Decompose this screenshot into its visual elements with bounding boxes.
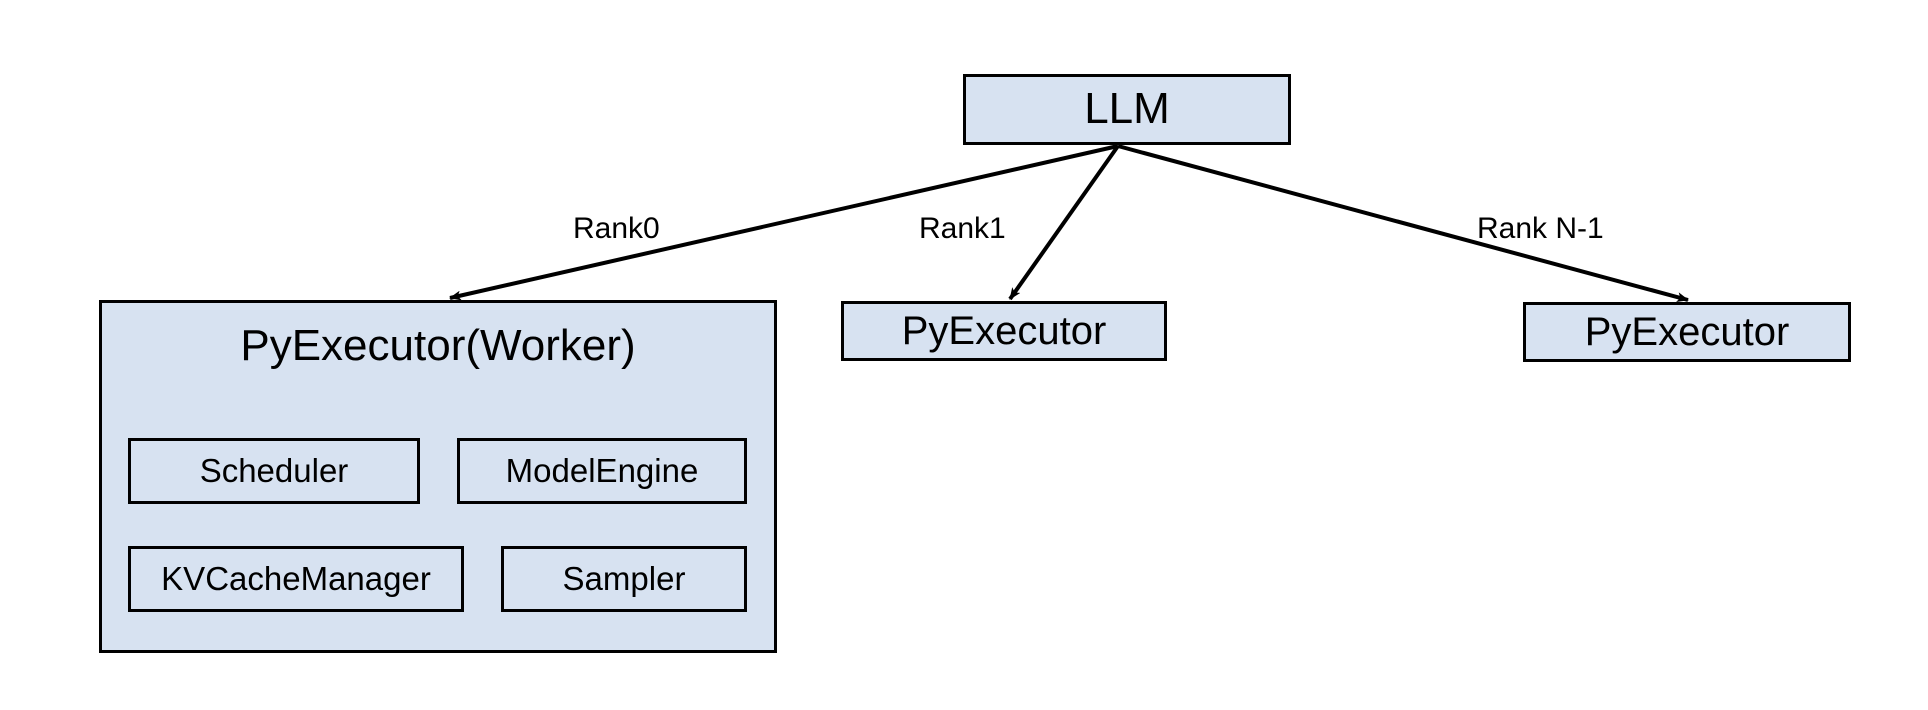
node-pyexecutor-rankn-label: PyExecutor — [1584, 310, 1790, 354]
node-sampler-label: Sampler — [562, 559, 686, 597]
node-pyexecutor-rank1-label: PyExecutor — [901, 309, 1107, 353]
edge-label-rank1: Rank1 — [919, 212, 1006, 245]
node-model-engine[interactable]: ModelEngine — [457, 438, 747, 504]
node-scheduler-label: Scheduler — [199, 451, 349, 489]
node-sampler[interactable]: Sampler — [501, 546, 747, 612]
edge-label-rank-n-minus-1: Rank N-1 — [1477, 212, 1604, 245]
edge-label-rank0: Rank0 — [573, 212, 660, 245]
node-kv-cache-manager[interactable]: KVCacheManager — [128, 546, 464, 612]
node-llm-label: LLM — [1084, 84, 1170, 134]
node-pyexecutor-worker[interactable]: PyExecutor(Worker) Scheduler ModelEngine… — [99, 300, 777, 653]
node-kv-cache-manager-label: KVCacheManager — [161, 559, 431, 597]
node-model-engine-label: ModelEngine — [505, 451, 699, 489]
node-pyexecutor-rank1[interactable]: PyExecutor — [841, 301, 1167, 361]
node-pyexecutor-worker-label: PyExecutor(Worker) — [240, 321, 636, 370]
node-llm[interactable]: LLM — [963, 74, 1291, 145]
node-scheduler[interactable]: Scheduler — [128, 438, 420, 504]
node-pyexecutor-rankn[interactable]: PyExecutor — [1523, 302, 1851, 362]
